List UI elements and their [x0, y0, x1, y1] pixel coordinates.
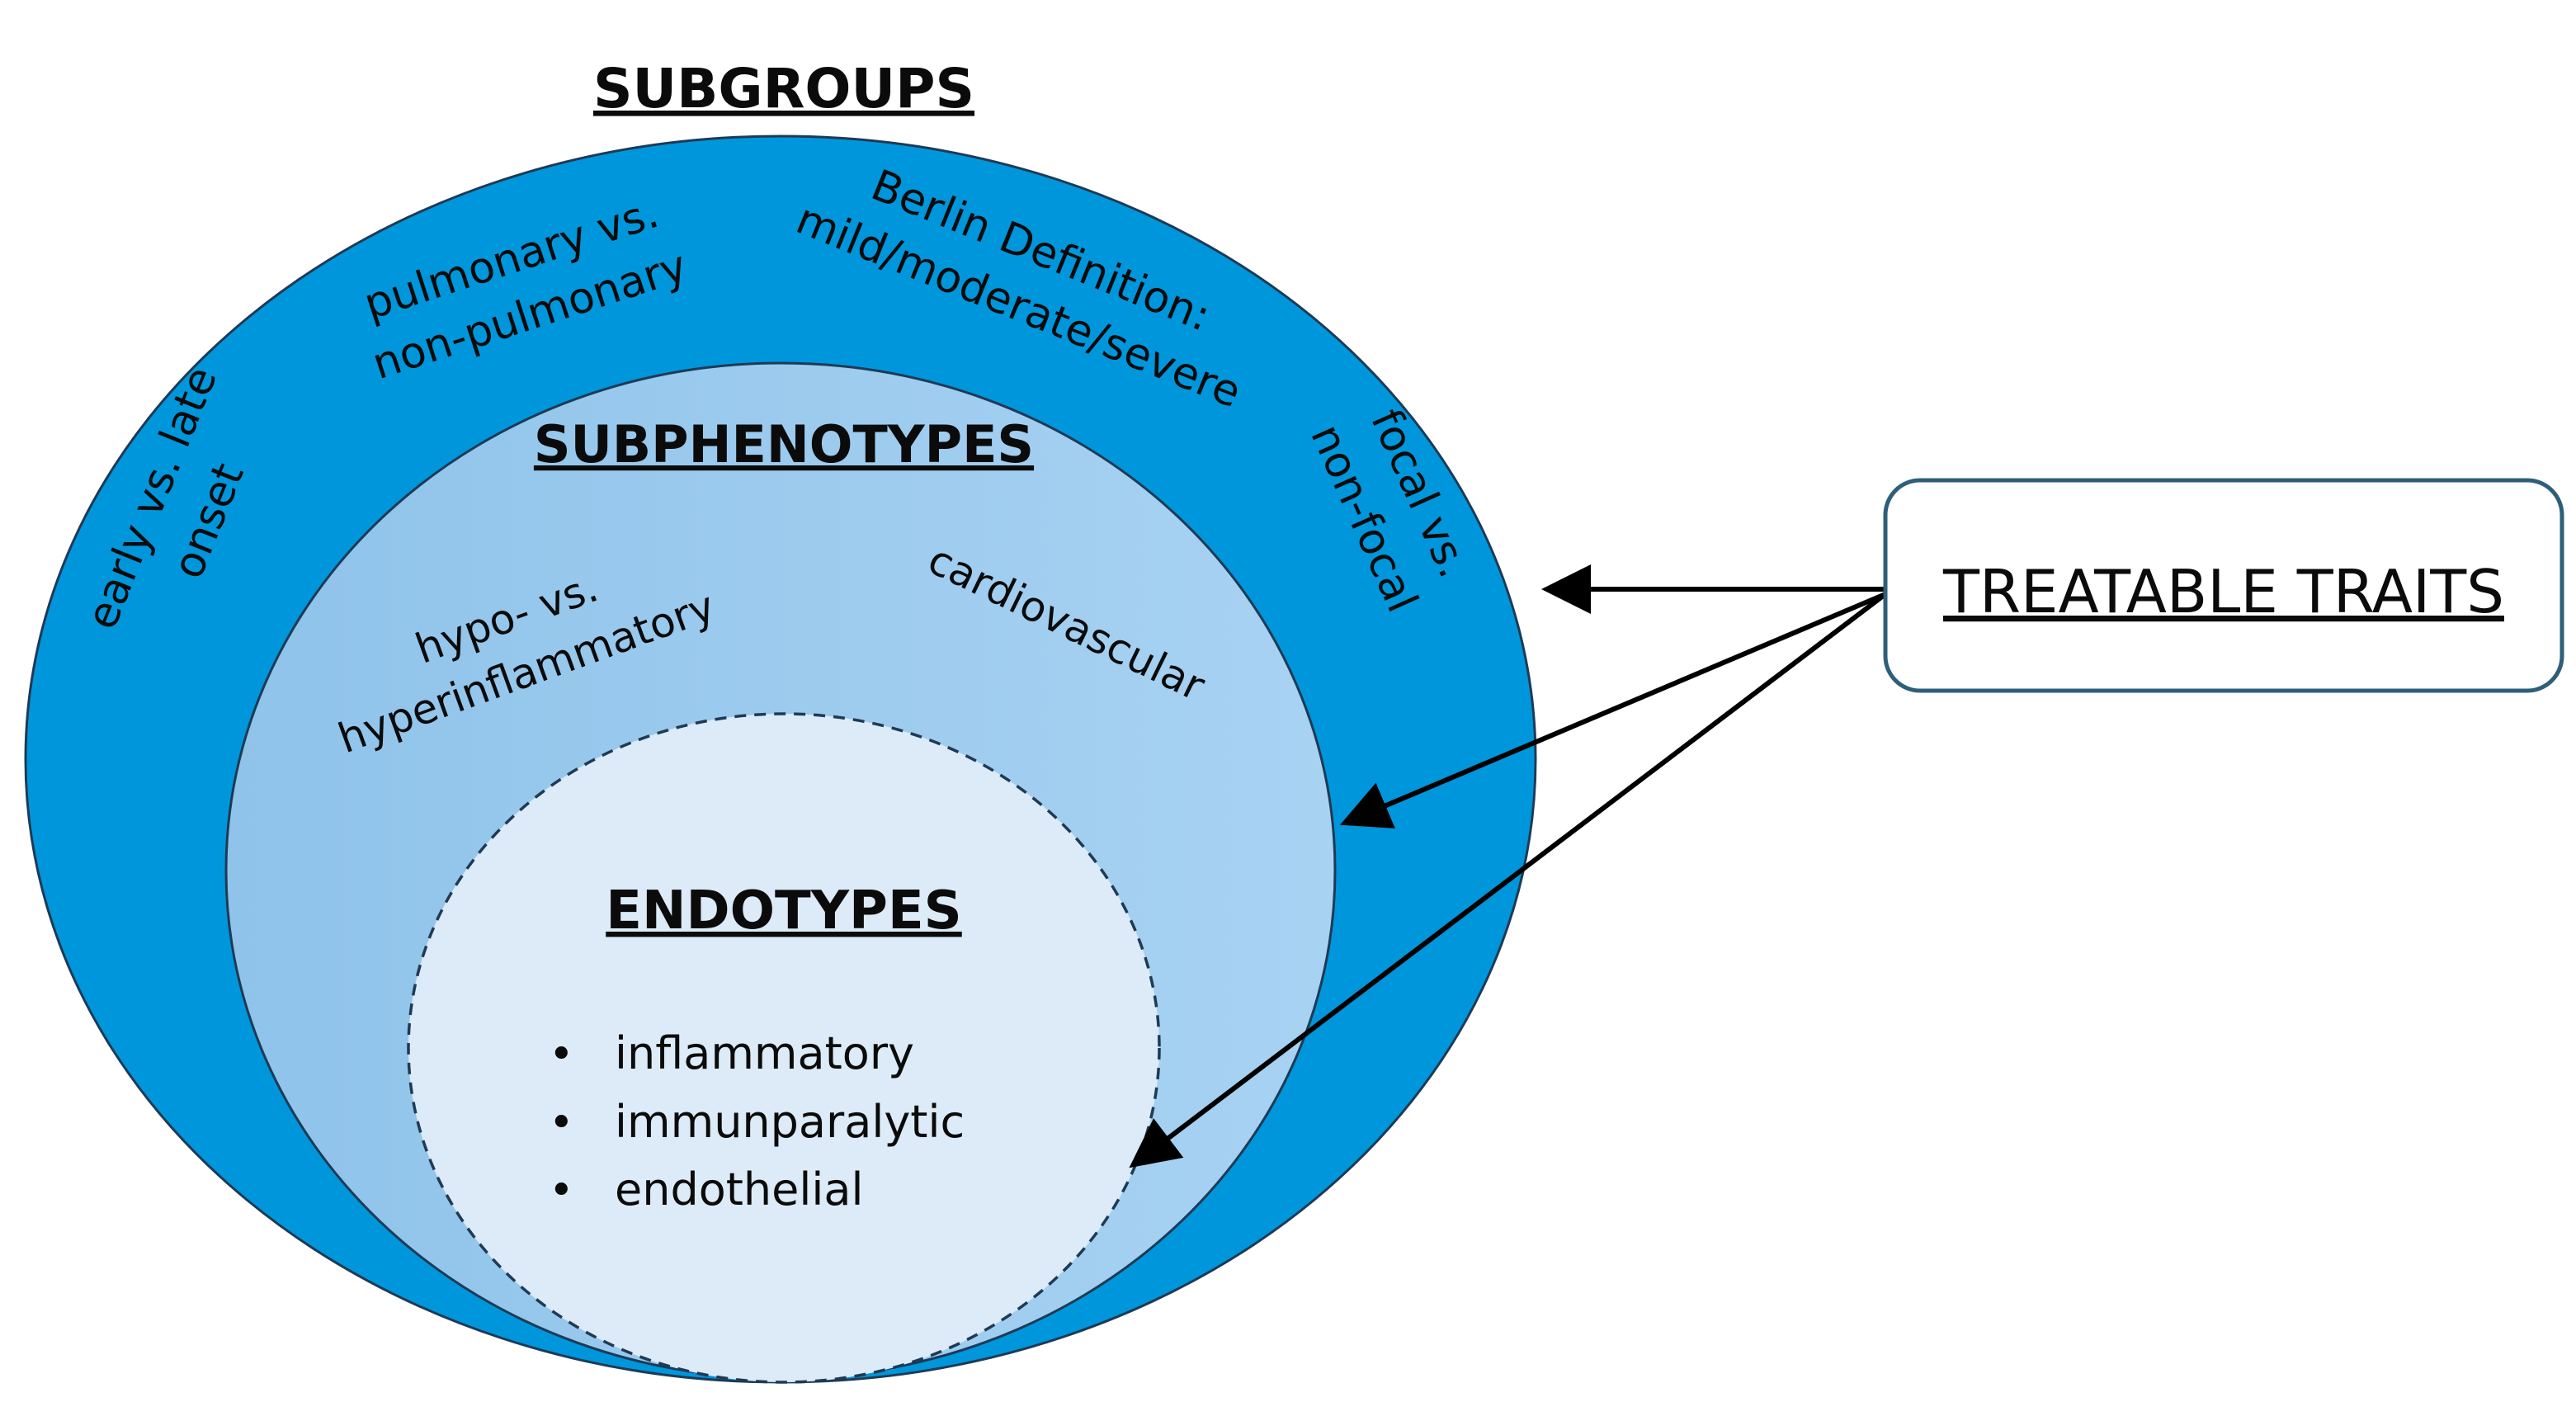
endotype-bullet: • — [549, 1166, 574, 1216]
arrow-to-subphenotypes — [1339, 592, 1887, 828]
endotype-list: • inflammatory • immunparalytic • endoth… — [549, 1027, 965, 1216]
endotype-bullet: • — [549, 1098, 574, 1148]
endotype-item-inflammatory: inflammatory — [615, 1027, 914, 1079]
endotypes-title: ENDOTYPES — [606, 880, 962, 942]
treatable-traits-label: TREATABLE TRAITS — [1942, 557, 2504, 626]
arrows — [1129, 564, 1887, 1168]
endotype-item-endothelial: endothelial — [615, 1164, 863, 1216]
endotype-item-immunparalytic: immunparalytic — [615, 1096, 965, 1148]
endotypes-circle — [407, 712, 1161, 1384]
subphenotypes-title: SUBPHENOTYPES — [534, 414, 1034, 474]
endotype-bullet: • — [549, 1030, 574, 1079]
treatable-traits-box — [1883, 478, 2564, 693]
arrow-to-endotypes — [1129, 592, 1887, 1168]
subgroups-title: SUBGROUPS — [593, 57, 974, 120]
